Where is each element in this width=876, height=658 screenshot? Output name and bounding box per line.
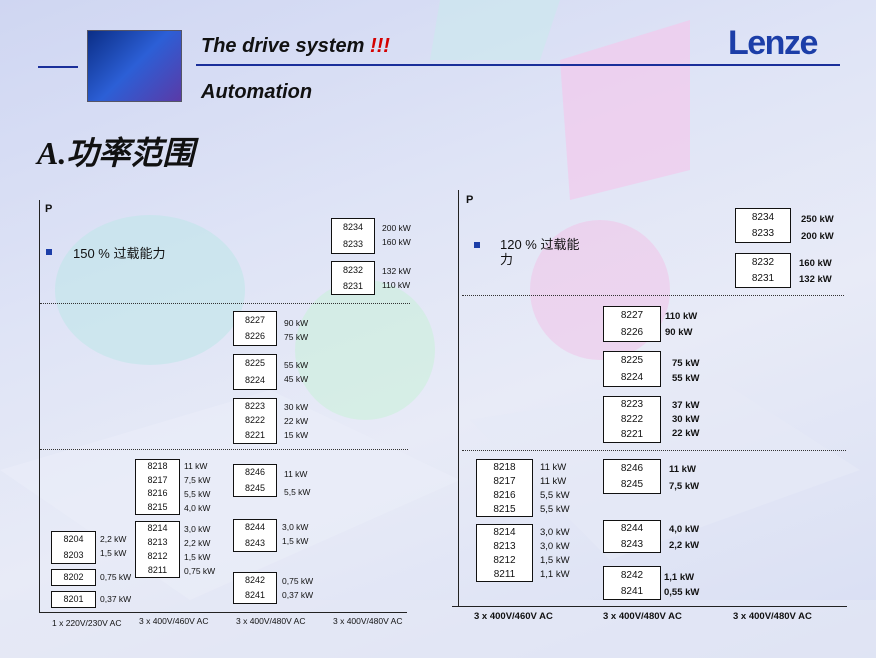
left-x-axis xyxy=(39,612,407,613)
right-y-axis xyxy=(458,190,459,607)
right-x-axis xyxy=(452,606,847,607)
page-title: The drive system !!! xyxy=(201,35,390,57)
left-divider-upper xyxy=(40,303,410,304)
right-x-label-3: 3 x 400V/480V AC xyxy=(733,611,812,622)
right-legend: 120 % 过载能力 xyxy=(500,237,580,267)
left-x-label-1: 1 x 220V/230V AC xyxy=(52,618,122,628)
right-divider-lower xyxy=(462,450,846,451)
header-rule xyxy=(196,64,840,66)
right-legend-bullet xyxy=(474,242,480,248)
brand-logo: Lenze xyxy=(728,24,818,62)
left-legend: 150 % 过载能力 xyxy=(73,246,166,261)
right-x-label-1: 3 x 400V/460V AC xyxy=(474,611,553,622)
left-x-label-2: 3 x 400V/460V AC xyxy=(139,616,209,626)
left-group-8201: 8201 xyxy=(51,591,96,608)
left-axis-label: P xyxy=(45,203,53,215)
left-divider-lower xyxy=(40,449,408,450)
header-rule-left xyxy=(38,66,78,68)
header-logo-image xyxy=(87,30,182,102)
right-axis-label: P xyxy=(466,194,474,206)
left-x-label-3: 3 x 400V/480V AC xyxy=(236,616,306,626)
page-subtitle: Automation xyxy=(201,81,313,103)
right-x-label-2: 3 x 400V/480V AC xyxy=(603,611,682,622)
left-x-label-4: 3 x 400V/480V AC xyxy=(333,616,403,626)
section-heading: A.功率范围 xyxy=(37,135,195,171)
left-group-8202: 8202 xyxy=(51,569,96,586)
left-power-8202: 0,75 kW xyxy=(100,572,132,582)
right-divider-upper xyxy=(462,295,844,296)
left-legend-bullet xyxy=(46,249,52,255)
left-y-axis xyxy=(39,200,40,613)
left-power-8201: 0,37 kW xyxy=(100,594,132,604)
